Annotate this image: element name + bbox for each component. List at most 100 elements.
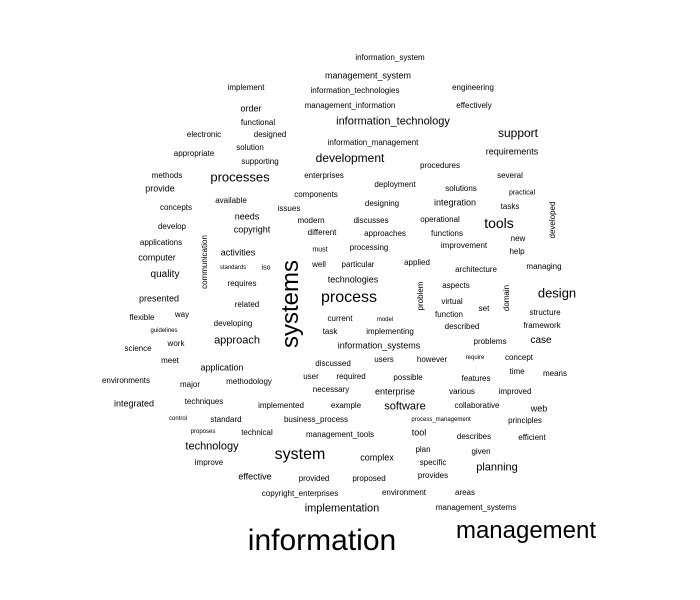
word-standard: standard (210, 415, 242, 424)
word-managing: managing (526, 262, 562, 271)
word-possible: possible (393, 373, 423, 382)
word-applied: applied (404, 258, 430, 267)
word-example: example (330, 401, 362, 410)
word-proposed: proposed (352, 474, 386, 483)
word-applications: applications (139, 238, 183, 247)
word-order: order (240, 103, 262, 114)
word-set: set (478, 304, 490, 313)
word-presented: presented (138, 293, 180, 304)
word-various: various (449, 387, 475, 396)
word-control: control (168, 416, 188, 422)
word-integrated: integrated (113, 398, 155, 409)
word-implement: implement (227, 83, 265, 92)
word-management-systems: management_systems (435, 503, 517, 512)
word-describes: describes (456, 432, 492, 441)
word-business-process: business_process (283, 415, 349, 424)
word-however: however (416, 355, 448, 364)
word-implemented: implemented (258, 401, 304, 410)
word-science: science (124, 344, 152, 353)
word-enterprise: enterprise (374, 386, 416, 397)
word-different: different (307, 228, 337, 237)
word-designed: designed (253, 130, 287, 139)
word-needs: needs (234, 211, 260, 222)
word-standards: standards (219, 265, 247, 271)
word-features: features (461, 374, 491, 383)
word-modern: modern (297, 216, 325, 225)
word-work: work (167, 339, 185, 348)
word-specific: specific (419, 458, 447, 467)
word-appropriate: appropriate (173, 149, 215, 158)
word-information-technologies: information_technologies (310, 86, 400, 95)
word-deployment: deployment (374, 180, 416, 189)
word-methods: methods (151, 171, 183, 180)
word-components: components (294, 190, 338, 199)
word-information: information (247, 524, 397, 557)
word-plan: plan (415, 445, 431, 454)
word-domain: domain (502, 284, 511, 312)
word-time: time (509, 367, 525, 376)
word-related: related (234, 300, 260, 309)
word-activities: activities (220, 247, 256, 258)
word-technical: technical (241, 428, 273, 437)
word-effective: effective (238, 471, 272, 482)
word-tool: tool (411, 427, 427, 438)
word-develop: develop (157, 222, 187, 231)
word-quality: quality (150, 269, 180, 280)
word-new: new (510, 234, 526, 243)
word-copyright-enterprises: copyright_enterprises (261, 489, 339, 498)
word-communication: communication (200, 235, 209, 289)
word-implementation: implementation (304, 502, 380, 515)
word-environments: environments (101, 376, 151, 385)
word-electronic: electronic (186, 130, 222, 139)
word-software: software (384, 400, 426, 413)
word-structure: structure (529, 308, 561, 317)
word-meet: meet (161, 356, 179, 365)
word-management-tools: management_tools (305, 430, 375, 439)
word-environment: environment (381, 488, 427, 497)
word-help: help (509, 247, 525, 256)
word-designing: designing (364, 199, 400, 208)
word-procedures: procedures (419, 161, 461, 170)
word-aspects: aspects (442, 281, 470, 290)
word-development: development (315, 151, 385, 165)
word-process-management: process_management (411, 417, 471, 423)
word-technologies: technologies (327, 274, 379, 285)
word-developed: developed (548, 201, 557, 239)
word-improve: improve (194, 458, 224, 467)
word-technology: technology (185, 440, 239, 453)
word-user: user (303, 372, 319, 381)
word-given: given (471, 447, 491, 456)
word-collaborative: collaborative (454, 401, 500, 410)
word-areas: areas (454, 488, 476, 497)
word-users: users (374, 355, 394, 364)
word-design: design (537, 285, 577, 301)
word-management-system: management_system (324, 70, 412, 81)
word-application: application (200, 362, 244, 373)
word-problems: problems (473, 337, 507, 346)
word-implementing: implementing (366, 327, 414, 336)
word-task: task (322, 327, 338, 336)
word-discussed: discussed (315, 359, 351, 368)
word-require: require (465, 355, 485, 361)
word-well: well (312, 260, 326, 269)
word-architecture: architecture (455, 265, 497, 274)
word-virtual: virtual (441, 297, 463, 306)
word-tasks: tasks (500, 202, 520, 211)
word-system: system (274, 446, 326, 463)
word-integration: integration (433, 197, 477, 208)
word-information-management: information_management (327, 138, 419, 147)
word-several: several (497, 171, 523, 180)
word-described: described (444, 322, 480, 331)
word-case: case (530, 335, 552, 346)
word-concepts: concepts (159, 203, 193, 212)
word-effectively: effectively (456, 101, 492, 110)
word-must: must (312, 246, 328, 254)
word-processing: processing (349, 243, 389, 252)
word-practical: practical (508, 189, 536, 197)
word-provides: provides (417, 471, 449, 480)
word-processes: processes (210, 169, 270, 185)
word-systems: systems (277, 259, 304, 349)
word-computer: computer (138, 252, 176, 263)
word-planning: planning (476, 461, 518, 474)
